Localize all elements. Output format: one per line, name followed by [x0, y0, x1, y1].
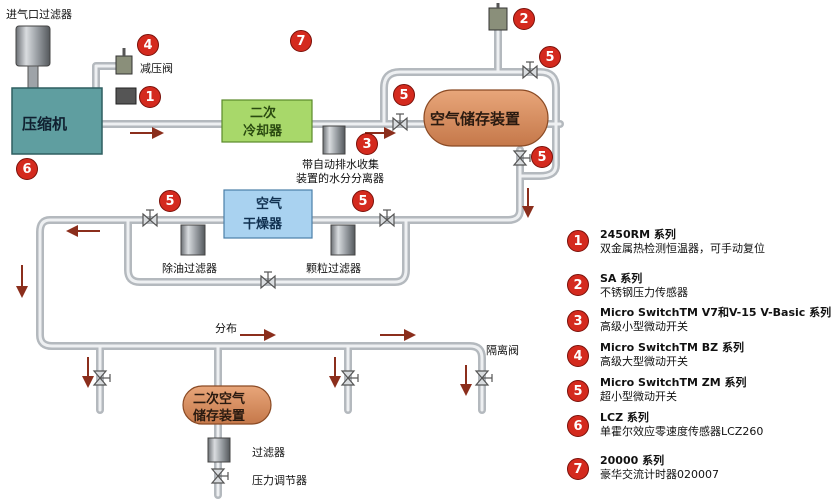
- filter-label: 过滤器: [252, 446, 285, 459]
- badge-5-c: 5: [531, 146, 553, 168]
- particle-filter-label: 颗粒过滤器: [306, 262, 361, 275]
- legend-title: LCZ 系列: [600, 411, 649, 424]
- legend-badge: 4: [567, 345, 589, 367]
- oil-filter-label: 除油过滤器: [162, 262, 217, 275]
- legend-title: SA 系列: [600, 272, 643, 285]
- compressor: [11, 87, 103, 155]
- air-storage-tank: [423, 89, 549, 147]
- legend-desc: 不锈钢压力传感器: [600, 286, 688, 299]
- separator-label-1: 带自动排水收集: [302, 158, 379, 171]
- valve: [392, 113, 408, 132]
- secondary-cooler-label-1: 二次: [250, 106, 277, 121]
- dryer-label-1: 空气: [256, 197, 283, 212]
- valves: [92, 61, 538, 484]
- flow-arrows: [16, 127, 534, 396]
- secondary-tank-label-1: 二次空气: [193, 392, 246, 407]
- dryer-label-2: 干燥器: [243, 217, 283, 232]
- particle-filter: [330, 224, 356, 256]
- air-tank-label: 空气储存装置: [430, 110, 521, 128]
- legend-desc: 超小型微动开关: [600, 390, 677, 403]
- legend-title: 20000 系列: [600, 454, 665, 467]
- badge-6: 6: [16, 158, 38, 180]
- reducing-valve-label: 减压阀: [140, 62, 173, 75]
- legend-title: Micro SwitchTM BZ 系列: [600, 341, 744, 354]
- thermostat-sensor: [115, 87, 137, 105]
- pressure-sensor: [488, 3, 508, 31]
- valve: [379, 209, 395, 228]
- legend-badge: 5: [567, 380, 589, 402]
- isolation-valve-label: 隔离阀: [486, 344, 519, 357]
- legend-desc: 高级小型微动开关: [600, 320, 688, 333]
- valve: [474, 370, 493, 386]
- moisture-separator: [322, 125, 346, 155]
- secondary-tank-label-2: 储存装置: [193, 409, 246, 424]
- legend-badge: 2: [567, 274, 589, 296]
- valve: [340, 370, 359, 386]
- legend-badge: 7: [567, 458, 589, 480]
- distribution-label: 分布: [215, 322, 237, 335]
- legend-desc: 豪华交流计时器020007: [600, 468, 719, 481]
- secondary-cooler-label-2: 冷却器: [243, 124, 283, 139]
- pressure-regulator-label: 压力调节器: [252, 474, 307, 487]
- valve: [92, 370, 111, 386]
- intake-filter-label: 进气口过滤器: [6, 8, 72, 21]
- badge-7: 7: [290, 30, 312, 52]
- badge-1: 1: [139, 86, 161, 108]
- secondary-cooler: [221, 99, 313, 143]
- legend-badge: 3: [567, 310, 589, 332]
- legend-desc: 高级大型微动开关: [600, 355, 688, 368]
- badge-3: 3: [356, 133, 378, 155]
- valve: [142, 209, 158, 228]
- separator-label-2: 装置的水分分离器: [296, 172, 384, 185]
- compressor-label: 压缩机: [22, 115, 68, 133]
- air-dryer: [223, 189, 313, 239]
- legend-desc: 单霍尔效应零速度传感器LCZ260: [600, 425, 764, 438]
- secondary-air-tank: [182, 385, 272, 425]
- badge-5-e: 5: [352, 190, 374, 212]
- legend-title: 2450RM 系列: [600, 228, 676, 241]
- oil-removal-filter: [180, 224, 206, 256]
- valve: [512, 150, 531, 166]
- final-filter: [207, 437, 231, 463]
- valve: [522, 61, 538, 80]
- badge-2: 2: [513, 8, 535, 30]
- legend-title: Micro SwitchTM V7和V-15 V-Basic 系列: [600, 306, 831, 319]
- valve: [210, 468, 229, 484]
- legend-badge: 6: [567, 415, 589, 437]
- badge-4: 4: [137, 34, 159, 56]
- badge-5-d: 5: [159, 190, 181, 212]
- legend-desc: 双金属热检测恒温器，可手动复位: [600, 242, 765, 255]
- badge-5-a: 5: [393, 84, 415, 106]
- legend-badge: 1: [567, 230, 589, 252]
- intake-filter: [15, 25, 51, 89]
- badge-5-b: 5: [539, 46, 561, 68]
- reducing-valve: [115, 48, 133, 75]
- legend-title: Micro SwitchTM ZM 系列: [600, 376, 747, 389]
- valve: [260, 271, 276, 290]
